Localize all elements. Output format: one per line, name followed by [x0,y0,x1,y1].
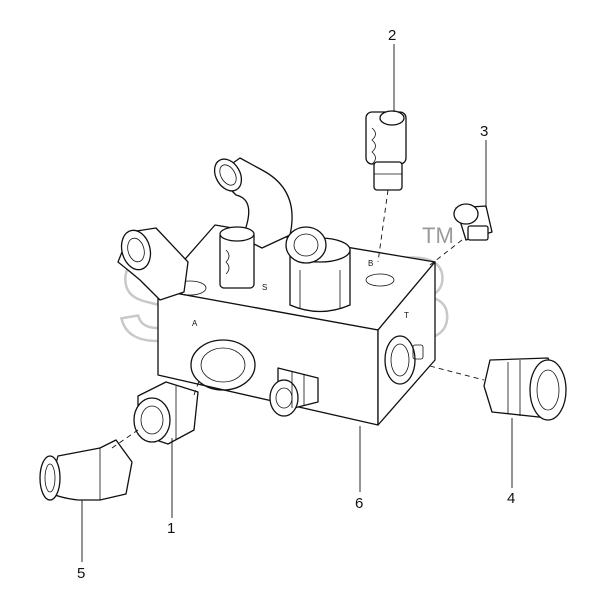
watermark-trademark: TM [422,223,454,248]
part-4-end [529,359,567,421]
side-port-inner [390,343,410,377]
block-right-face [377,261,436,426]
top-straight-fitting [285,226,351,313]
top-elbow-fitting [213,157,293,249]
left-elbow-bore [127,237,145,263]
part-4-union [483,357,567,421]
assembly-line-4 [429,365,485,381]
part-3-face [453,203,479,225]
top-fitting-bore [293,233,319,257]
assembly-line-1 [193,377,201,396]
port-mark-a: A [192,319,198,328]
mounted-cartridge-cap [219,226,255,242]
assembly-line-5 [111,429,139,449]
part-1-bore [140,405,164,435]
part-5-body [47,439,133,501]
top-nut-body [289,249,351,313]
front-port-inner [200,347,246,383]
part-4-bore [536,369,560,411]
callout-labels: 2 3 4 1 5 6 [77,27,515,582]
mounted-cartridge [219,226,255,289]
part-2-coil [371,127,376,165]
left-elbow-end [120,229,152,271]
callout-5: 5 [77,565,85,582]
assembly-line-3 [429,239,463,266]
top-fitting-ring [285,226,327,264]
port-mark-b: B [368,259,373,268]
callout-2: 2 [388,27,396,44]
part-5-end [39,455,61,501]
part-2-stem [373,161,403,191]
part-3-plug [453,203,493,241]
port-mark-s: S [262,283,267,292]
part-1-adapter [133,381,199,445]
part-5-bore [44,463,56,493]
callout-6: 6 [355,495,363,512]
side-port-plug [412,344,424,360]
part-3-shank [467,225,489,241]
mounted-cartridge-coil [225,249,230,275]
front-adapter-fitting [269,367,319,417]
callout-4: 4 [507,490,515,507]
front-adapter-end [269,379,299,417]
callout-1: 1 [167,520,175,537]
top-elbow-bore [219,164,237,186]
assembly-line-2 [377,189,389,263]
front-port-outer [190,339,256,391]
side-port-outer [384,335,416,385]
callout-3: 3 [480,123,488,140]
part-1-end [133,397,171,443]
top-port-b [365,273,395,287]
part-2-cap [379,110,405,126]
part-5-elbow [39,439,133,501]
assembly-lines [111,189,485,449]
part-2-cartridge [365,110,407,191]
port-mark-t: T [404,311,409,320]
left-elbow-fitting [117,227,189,301]
leader-lines [81,44,513,562]
